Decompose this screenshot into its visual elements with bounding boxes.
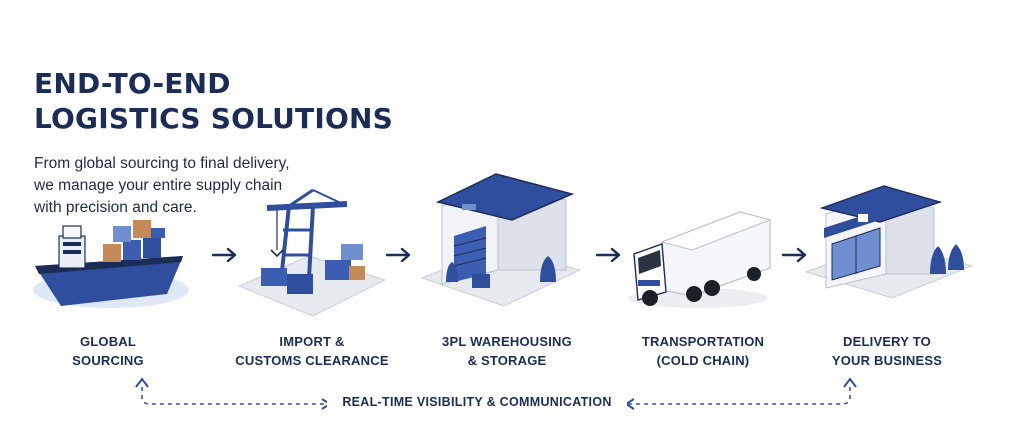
stage-label-line: (COLD CHAIN) <box>656 353 750 368</box>
subtitle-line: From global sourcing to final delivery, <box>34 155 290 172</box>
stage-label-line: CUSTOMS CLEARANCE <box>235 353 389 368</box>
stage-label: TRANSPORTATION (COLD CHAIN) <box>608 332 798 370</box>
page-title: END-TO-END LOGISTICS SOLUTIONS <box>34 66 393 136</box>
stage-label-line: SOURCING <box>72 353 144 368</box>
stage-transportation: TRANSPORTATION (COLD CHAIN) <box>628 0 778 430</box>
stage-global-sourcing: GLOBAL SOURCING <box>33 0 189 430</box>
stage-delivery: DELIVERY TO YOUR BUSINESS <box>804 0 974 430</box>
stage-import-customs: IMPORT & CUSTOMS CLEARANCE <box>235 0 388 430</box>
stage-label: GLOBAL SOURCING <box>13 332 203 370</box>
truck-icon <box>628 211 772 308</box>
stage-label: IMPORT & CUSTOMS CLEARANCE <box>217 332 407 370</box>
stage-warehousing: 3PL WAREHOUSING & STORAGE <box>420 0 582 430</box>
subtitle-line: we manage your entire supply chain <box>34 177 283 194</box>
storefront-icon <box>804 185 974 299</box>
feedback-loop-label: REAL-TIME VISIBILITY & COMMUNICATION <box>327 395 627 409</box>
page-subtitle: From global sourcing to final delivery, … <box>34 153 334 219</box>
arrow-right-icon <box>782 247 807 263</box>
title-line: END-TO-END <box>34 67 231 100</box>
stage-label-line: IMPORT & <box>279 334 345 349</box>
subtitle-line: with precision and care. <box>34 199 197 216</box>
stage-label-line: 3PL WAREHOUSING <box>442 334 572 349</box>
arrow-right-icon <box>386 247 411 263</box>
cargo-ship-icon <box>33 220 189 308</box>
warehouse-icon <box>420 173 582 307</box>
arrow-up-icon <box>843 377 857 388</box>
stage-label: 3PL WAREHOUSING & STORAGE <box>412 332 602 370</box>
port-crane-icon <box>237 188 387 317</box>
stage-label-line: DELIVERY TO <box>843 334 931 349</box>
stage-label: DELIVERY TO YOUR BUSINESS <box>792 332 982 370</box>
arrow-right-icon <box>596 247 621 263</box>
stage-label-line: GLOBAL <box>79 334 137 349</box>
stage-label-line: TRANSPORTATION <box>641 334 765 349</box>
arrow-right-icon <box>212 247 237 263</box>
stage-label-line: & STORAGE <box>467 353 547 368</box>
title-line: LOGISTICS SOLUTIONS <box>34 102 393 135</box>
stage-label-line: YOUR BUSINESS <box>831 353 943 368</box>
arrow-up-icon <box>135 377 149 388</box>
